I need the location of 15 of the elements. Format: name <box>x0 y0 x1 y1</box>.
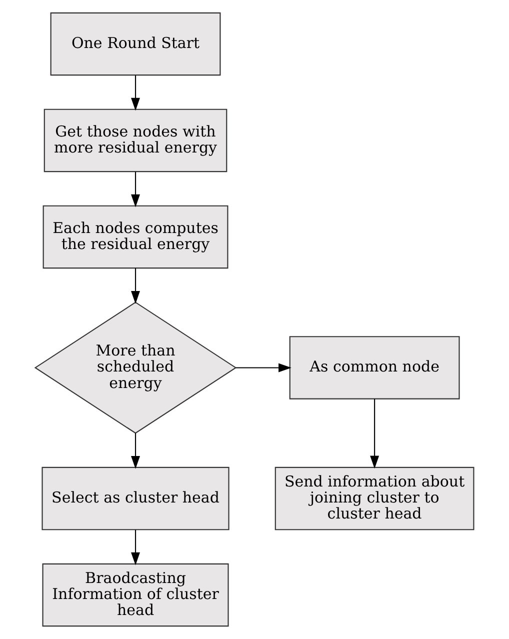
arrow <box>131 433 140 469</box>
node-box: Get those nodes with more residual energy <box>44 108 228 172</box>
node-box: Send information about joining cluster to cluster head <box>274 466 474 530</box>
node-box: Select as cluster head <box>42 466 230 530</box>
node-box: Each nodes computes the residual energy <box>42 205 228 269</box>
node-box: As common node <box>289 336 460 400</box>
arrow <box>236 363 292 372</box>
arrow <box>370 398 380 469</box>
arrow <box>131 172 140 208</box>
arrow <box>131 530 140 566</box>
arrow <box>131 75 140 111</box>
node-box: Braodcasting Information of cluster head <box>42 563 229 627</box>
node-box: One Round Start <box>50 12 221 76</box>
node-diamond: More than scheduled energy <box>34 302 237 434</box>
arrow <box>131 268 140 304</box>
